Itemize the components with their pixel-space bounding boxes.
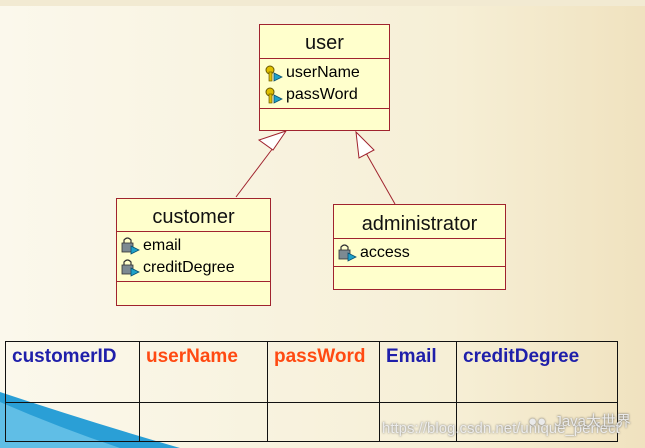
attribute-row: userName — [264, 62, 389, 84]
watermark-brand-text: Java大世界 — [554, 413, 631, 430]
attribute-compartment: email creditDegree — [117, 232, 270, 282]
lock-icon — [338, 244, 357, 262]
key-icon — [265, 65, 283, 82]
operation-compartment — [260, 109, 389, 125]
class-name: user — [260, 25, 389, 59]
table-cell — [379, 402, 457, 442]
wechat-icon: ●● — [528, 413, 547, 430]
column-email: Email — [379, 341, 457, 403]
table-header-row: customerID userName passWord Email credi… — [5, 341, 618, 403]
operation-compartment — [117, 282, 270, 298]
attribute-name: userName — [286, 64, 360, 81]
class-administrator: administrator access — [333, 204, 506, 290]
attribute-name: access — [360, 244, 410, 261]
column-customerid: customerID — [5, 341, 140, 403]
attribute-row: email — [121, 235, 270, 257]
table-cell — [139, 402, 268, 442]
lock-icon — [121, 259, 140, 277]
column-creditdegree: creditDegree — [456, 341, 618, 403]
key-icon — [265, 87, 283, 104]
attribute-compartment: userName passWord — [260, 59, 389, 109]
table-cell — [456, 402, 618, 442]
watermark-brand: ●● Java大世界 — [528, 410, 631, 431]
operation-compartment — [334, 267, 505, 283]
table-cell — [5, 402, 140, 442]
class-user: user userName passWord — [259, 24, 390, 131]
attribute-name: creditDegree — [143, 259, 235, 276]
customer-table: customerID userName passWord Email credi… — [5, 341, 618, 442]
column-password: passWord — [267, 341, 380, 403]
table-row — [5, 402, 618, 442]
table-cell — [267, 402, 380, 442]
watermark-url: https://blog.csdn.net/unique_perfect — [382, 420, 620, 437]
attribute-row: passWord — [264, 84, 389, 106]
column-username: userName — [139, 341, 268, 403]
class-name: administrator — [334, 205, 505, 239]
attribute-compartment: access — [334, 239, 505, 267]
arrow-customer-to-user — [235, 130, 288, 198]
class-name: customer — [117, 199, 270, 232]
arrow-administrator-to-user — [355, 130, 396, 205]
class-customer: customer email creditDegree — [116, 198, 271, 306]
attribute-row: creditDegree — [121, 257, 270, 279]
slide-top-band — [0, 0, 645, 6]
attribute-name: passWord — [286, 86, 358, 103]
attribute-name: email — [143, 237, 182, 254]
attribute-row: access — [338, 242, 505, 264]
lock-icon — [121, 237, 140, 255]
